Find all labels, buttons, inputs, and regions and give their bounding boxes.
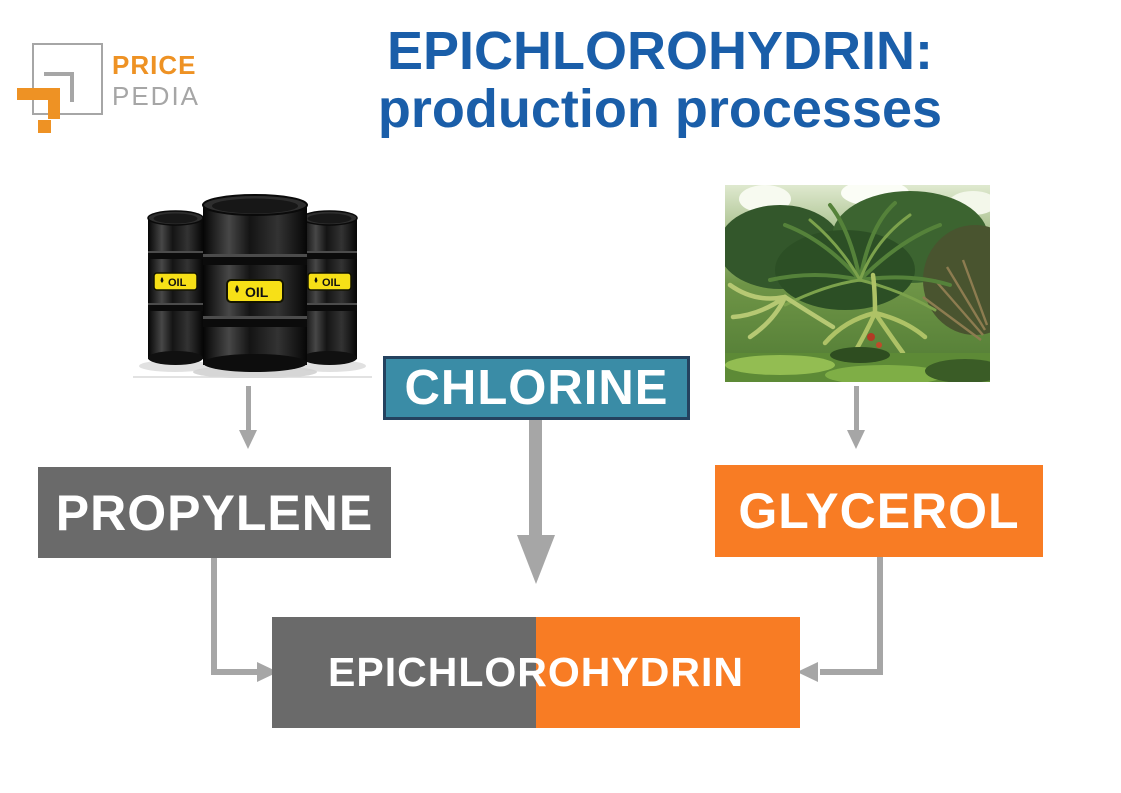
- dry-fronds: [922, 259, 989, 341]
- palm-fruit: [867, 333, 875, 341]
- logo-orange-bracket: [17, 88, 60, 119]
- oil-drop-icon: [314, 277, 318, 283]
- oil-barrels-graphic: OIL OIL: [133, 185, 372, 379]
- oil-label-text: OIL: [245, 284, 269, 300]
- oil-barrel-center: OIL: [202, 194, 308, 372]
- logo-square-outline: [32, 43, 103, 115]
- chlorine-box: CHLORINE: [383, 356, 690, 420]
- palm-fronds: [768, 201, 952, 287]
- oil-palm-graphic: [718, 180, 1027, 385]
- logo-gray-bracket: [44, 72, 74, 102]
- glycerol-label: GLYCEROL: [738, 483, 1020, 539]
- logo-text-pedia: PEDIA: [112, 81, 200, 111]
- oil-barrel-right: OIL: [301, 210, 358, 365]
- palm-fronds-light: [783, 213, 937, 312]
- slide-title: EPICHLOROHYDRIN: production processes: [280, 22, 1040, 138]
- arrow-chlorine-to-epichlorohydrin-head: [517, 535, 555, 584]
- oil-label: [153, 272, 198, 291]
- arrow-palms-to-glycerol-stem: [854, 386, 859, 430]
- oil-label: [226, 279, 284, 303]
- oil-label-text: OIL: [322, 277, 341, 289]
- light-fronds-left: [727, 282, 836, 340]
- oil-drop-icon: [235, 285, 239, 293]
- title-line-2: production processes: [377, 79, 943, 139]
- chlorine-label: CHLORINE: [404, 361, 669, 415]
- palm-fruit: [876, 342, 882, 348]
- glycerol-box: GLYCEROL: [715, 465, 1043, 557]
- oil-label: [307, 272, 352, 291]
- logo-orange-square: [38, 120, 51, 133]
- arrow-barrels-to-propylene-stem: [246, 386, 251, 430]
- arrow-barrels-to-propylene-head: [239, 430, 257, 449]
- epichlorohydrin-box: EPICHLOROHYDRIN: [272, 617, 800, 728]
- epichlorohydrin-label: EPICHLOROHYDRIN: [328, 649, 744, 695]
- arrow-glycerol-to-epichlorohydrin-head: [797, 662, 818, 682]
- title-line-1: EPICHLOROHYDRIN:: [386, 21, 933, 81]
- propylene-label: PROPYLENE: [55, 484, 374, 541]
- oil-barrel-left: OIL: [147, 210, 204, 365]
- pricepedia-logo-graphic: PRICE PEDIA: [17, 43, 200, 133]
- arrow-glycerol-to-epichlorohydrin-elbow: [820, 557, 883, 675]
- logo-text-price: PRICE: [112, 50, 196, 80]
- oil-drop-icon: [160, 277, 164, 283]
- arrow-palms-to-glycerol-head: [847, 430, 865, 449]
- oil-barrels-image: OIL OIL: [133, 185, 372, 379]
- arrow-chlorine-to-epichlorohydrin-stem: [529, 420, 542, 535]
- pricepedia-logo: PRICE PEDIA: [15, 30, 227, 142]
- oil-label-text: OIL: [168, 277, 187, 289]
- propylene-box: PROPYLENE: [38, 467, 391, 558]
- oil-palm-image: [718, 180, 1027, 385]
- arrow-propylene-to-epichlorohydrin-elbow: [211, 558, 267, 675]
